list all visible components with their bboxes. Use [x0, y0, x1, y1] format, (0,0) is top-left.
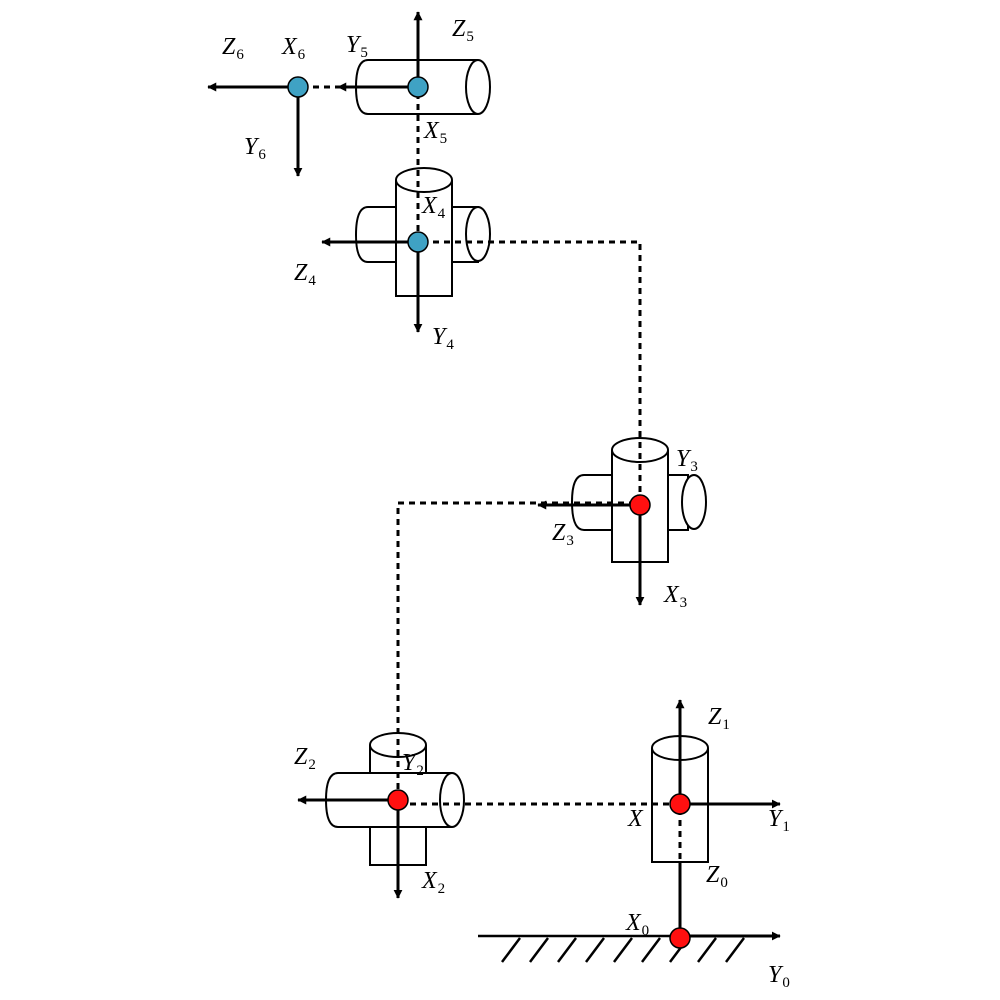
- label-y2: Y2: [402, 750, 424, 779]
- label-y1: Y1: [768, 806, 790, 835]
- label-y5: Y5: [346, 32, 368, 61]
- joint-1-dot: [669, 793, 691, 815]
- joint-6-dot: [287, 76, 309, 98]
- label-y3: Y3: [676, 446, 698, 475]
- joint-4-dot: [407, 231, 429, 253]
- joint-0-dot: [669, 927, 691, 949]
- label-z5: Z5: [452, 16, 474, 45]
- ground-base: [478, 934, 760, 963]
- label-x6: X6: [281, 34, 306, 63]
- label-x0: X0: [625, 910, 649, 939]
- label-x1: X: [627, 806, 644, 832]
- joint-4-cylinder: [354, 167, 491, 297]
- joint-3-dot: [629, 494, 651, 516]
- label-x3: X3: [663, 582, 687, 611]
- label-x5: X5: [423, 118, 447, 147]
- label-z2: Z2: [294, 744, 316, 773]
- label-y0: Y0: [768, 962, 790, 991]
- link-dashed-lines: [298, 85, 682, 936]
- label-x4: X4: [421, 193, 446, 222]
- joint-5-dot: [407, 76, 429, 98]
- label-x2: X2: [421, 868, 445, 897]
- label-z6: Z6: [222, 34, 244, 63]
- joint-2-dot: [387, 789, 409, 811]
- label-z3: Z3: [552, 520, 574, 549]
- label-y6: Y6: [244, 134, 266, 163]
- label-z1: Z1: [708, 704, 730, 733]
- label-z4: Z4: [294, 260, 316, 289]
- label-z0: Z0: [706, 862, 728, 891]
- label-y4: Y4: [432, 324, 454, 353]
